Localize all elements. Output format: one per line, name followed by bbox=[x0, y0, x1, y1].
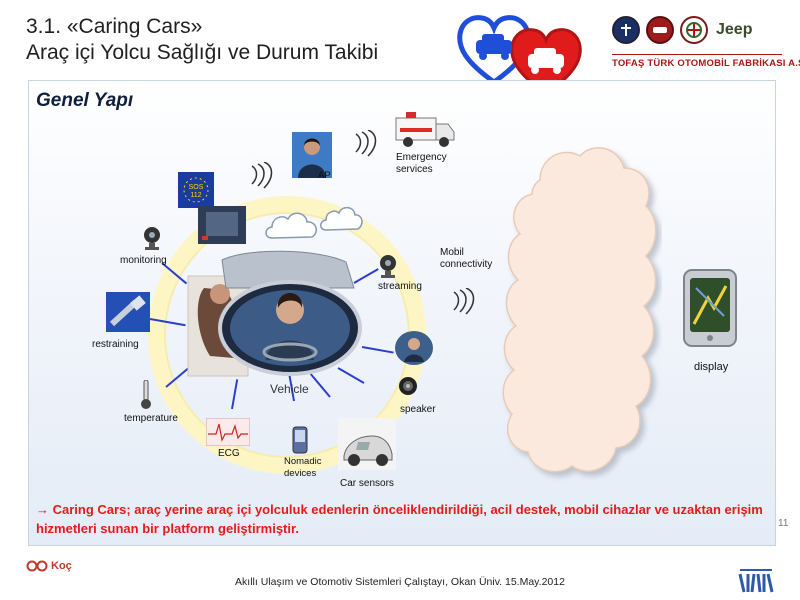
node-label-streaming: streaming bbox=[378, 281, 422, 292]
node-label-mobil: Mobil connectivity bbox=[440, 247, 493, 270]
page-number: 11 bbox=[778, 518, 789, 529]
node-label-speaker: speaker bbox=[400, 404, 436, 415]
brand-block: Jeep TOFAŞ TÜRK OTOMOBİL FABRİKASI A.Ş. bbox=[612, 16, 800, 72]
arrow-icon: → bbox=[36, 502, 49, 517]
koc-logo: Koç bbox=[26, 560, 72, 572]
cloud-icon bbox=[265, 212, 318, 239]
caring-cars-hearts-logo bbox=[457, 15, 582, 96]
passenger-photo bbox=[395, 331, 433, 365]
alfa-romeo-logo-icon bbox=[680, 16, 708, 44]
koc-knot-icon bbox=[26, 560, 48, 572]
node-label-display: display bbox=[694, 361, 729, 373]
thermometer-icon bbox=[141, 380, 151, 409]
fiat-logo-icon bbox=[646, 16, 674, 44]
signal-waves-icon bbox=[355, 130, 377, 157]
car-sensors-image bbox=[338, 418, 396, 470]
tofas-logo-text: TOFAŞ TÜRK OTOMOBİL FABRİKASI A.Ş. bbox=[612, 58, 800, 69]
lancia-logo-icon bbox=[612, 16, 640, 44]
node-label-restraining: restraining bbox=[92, 339, 139, 350]
brand-logos: Jeep bbox=[612, 16, 782, 44]
ambulance-icon bbox=[395, 112, 455, 147]
mobile-phone-icon bbox=[292, 426, 308, 454]
navigation-display-icon bbox=[683, 269, 737, 347]
svg-text:SOS: SOS bbox=[189, 184, 204, 191]
slide-title: 3.1. «Caring Cars» Araç içi Yolcu Sağlığ… bbox=[26, 14, 456, 66]
speaker-icon bbox=[399, 377, 417, 395]
node-label-operator-suffix: AP bbox=[318, 170, 331, 181]
node-label-car-sensors: Car sensors bbox=[340, 478, 394, 489]
operator-photo bbox=[292, 132, 332, 178]
fiat-footer-logo bbox=[738, 569, 774, 593]
network-cloud-icon bbox=[502, 147, 657, 473]
slide-title-line1: 3.1. «Caring Cars» bbox=[26, 15, 203, 38]
cloud-icon bbox=[320, 206, 363, 231]
ecg-icon bbox=[206, 418, 250, 446]
sos-112-badge: SOS 112 bbox=[178, 172, 214, 208]
node-label-nomadic: Nomadic devices bbox=[284, 456, 322, 479]
vehicle-label: Vehicle bbox=[270, 382, 309, 396]
summary-statement-text: Caring Cars; araç yerine araç içi yolcul… bbox=[36, 502, 763, 536]
in-car-unit-icon bbox=[198, 206, 246, 244]
vehicle-driver-image bbox=[187, 250, 362, 377]
footer-text: Akıllı Ulaşım ve Otomotiv Sistemleri Çal… bbox=[235, 576, 565, 588]
seatbelt-icon bbox=[106, 292, 150, 332]
tofas-divider bbox=[612, 54, 782, 55]
slide-title-line2: Araç içi Yolcu Sağlığı ve Durum Takibi bbox=[26, 41, 379, 64]
koc-logo-text: Koç bbox=[51, 560, 72, 572]
node-label-emergency: Emergency services bbox=[396, 152, 447, 175]
webcam-icon bbox=[144, 227, 160, 250]
summary-statement: → Caring Cars; araç yerine araç içi yolc… bbox=[36, 500, 776, 538]
webcam-icon bbox=[380, 255, 396, 278]
node-label-temperature: temperature bbox=[124, 413, 178, 424]
svg-text:112: 112 bbox=[190, 192, 201, 199]
node-label-monitoring: monitoring bbox=[120, 255, 167, 266]
signal-waves-icon bbox=[251, 162, 273, 189]
signal-waves-icon bbox=[453, 288, 475, 315]
jeep-logo: Jeep bbox=[716, 21, 753, 38]
node-label-ecg: ECG bbox=[218, 448, 240, 459]
section-heading: Genel Yapı bbox=[36, 90, 134, 111]
